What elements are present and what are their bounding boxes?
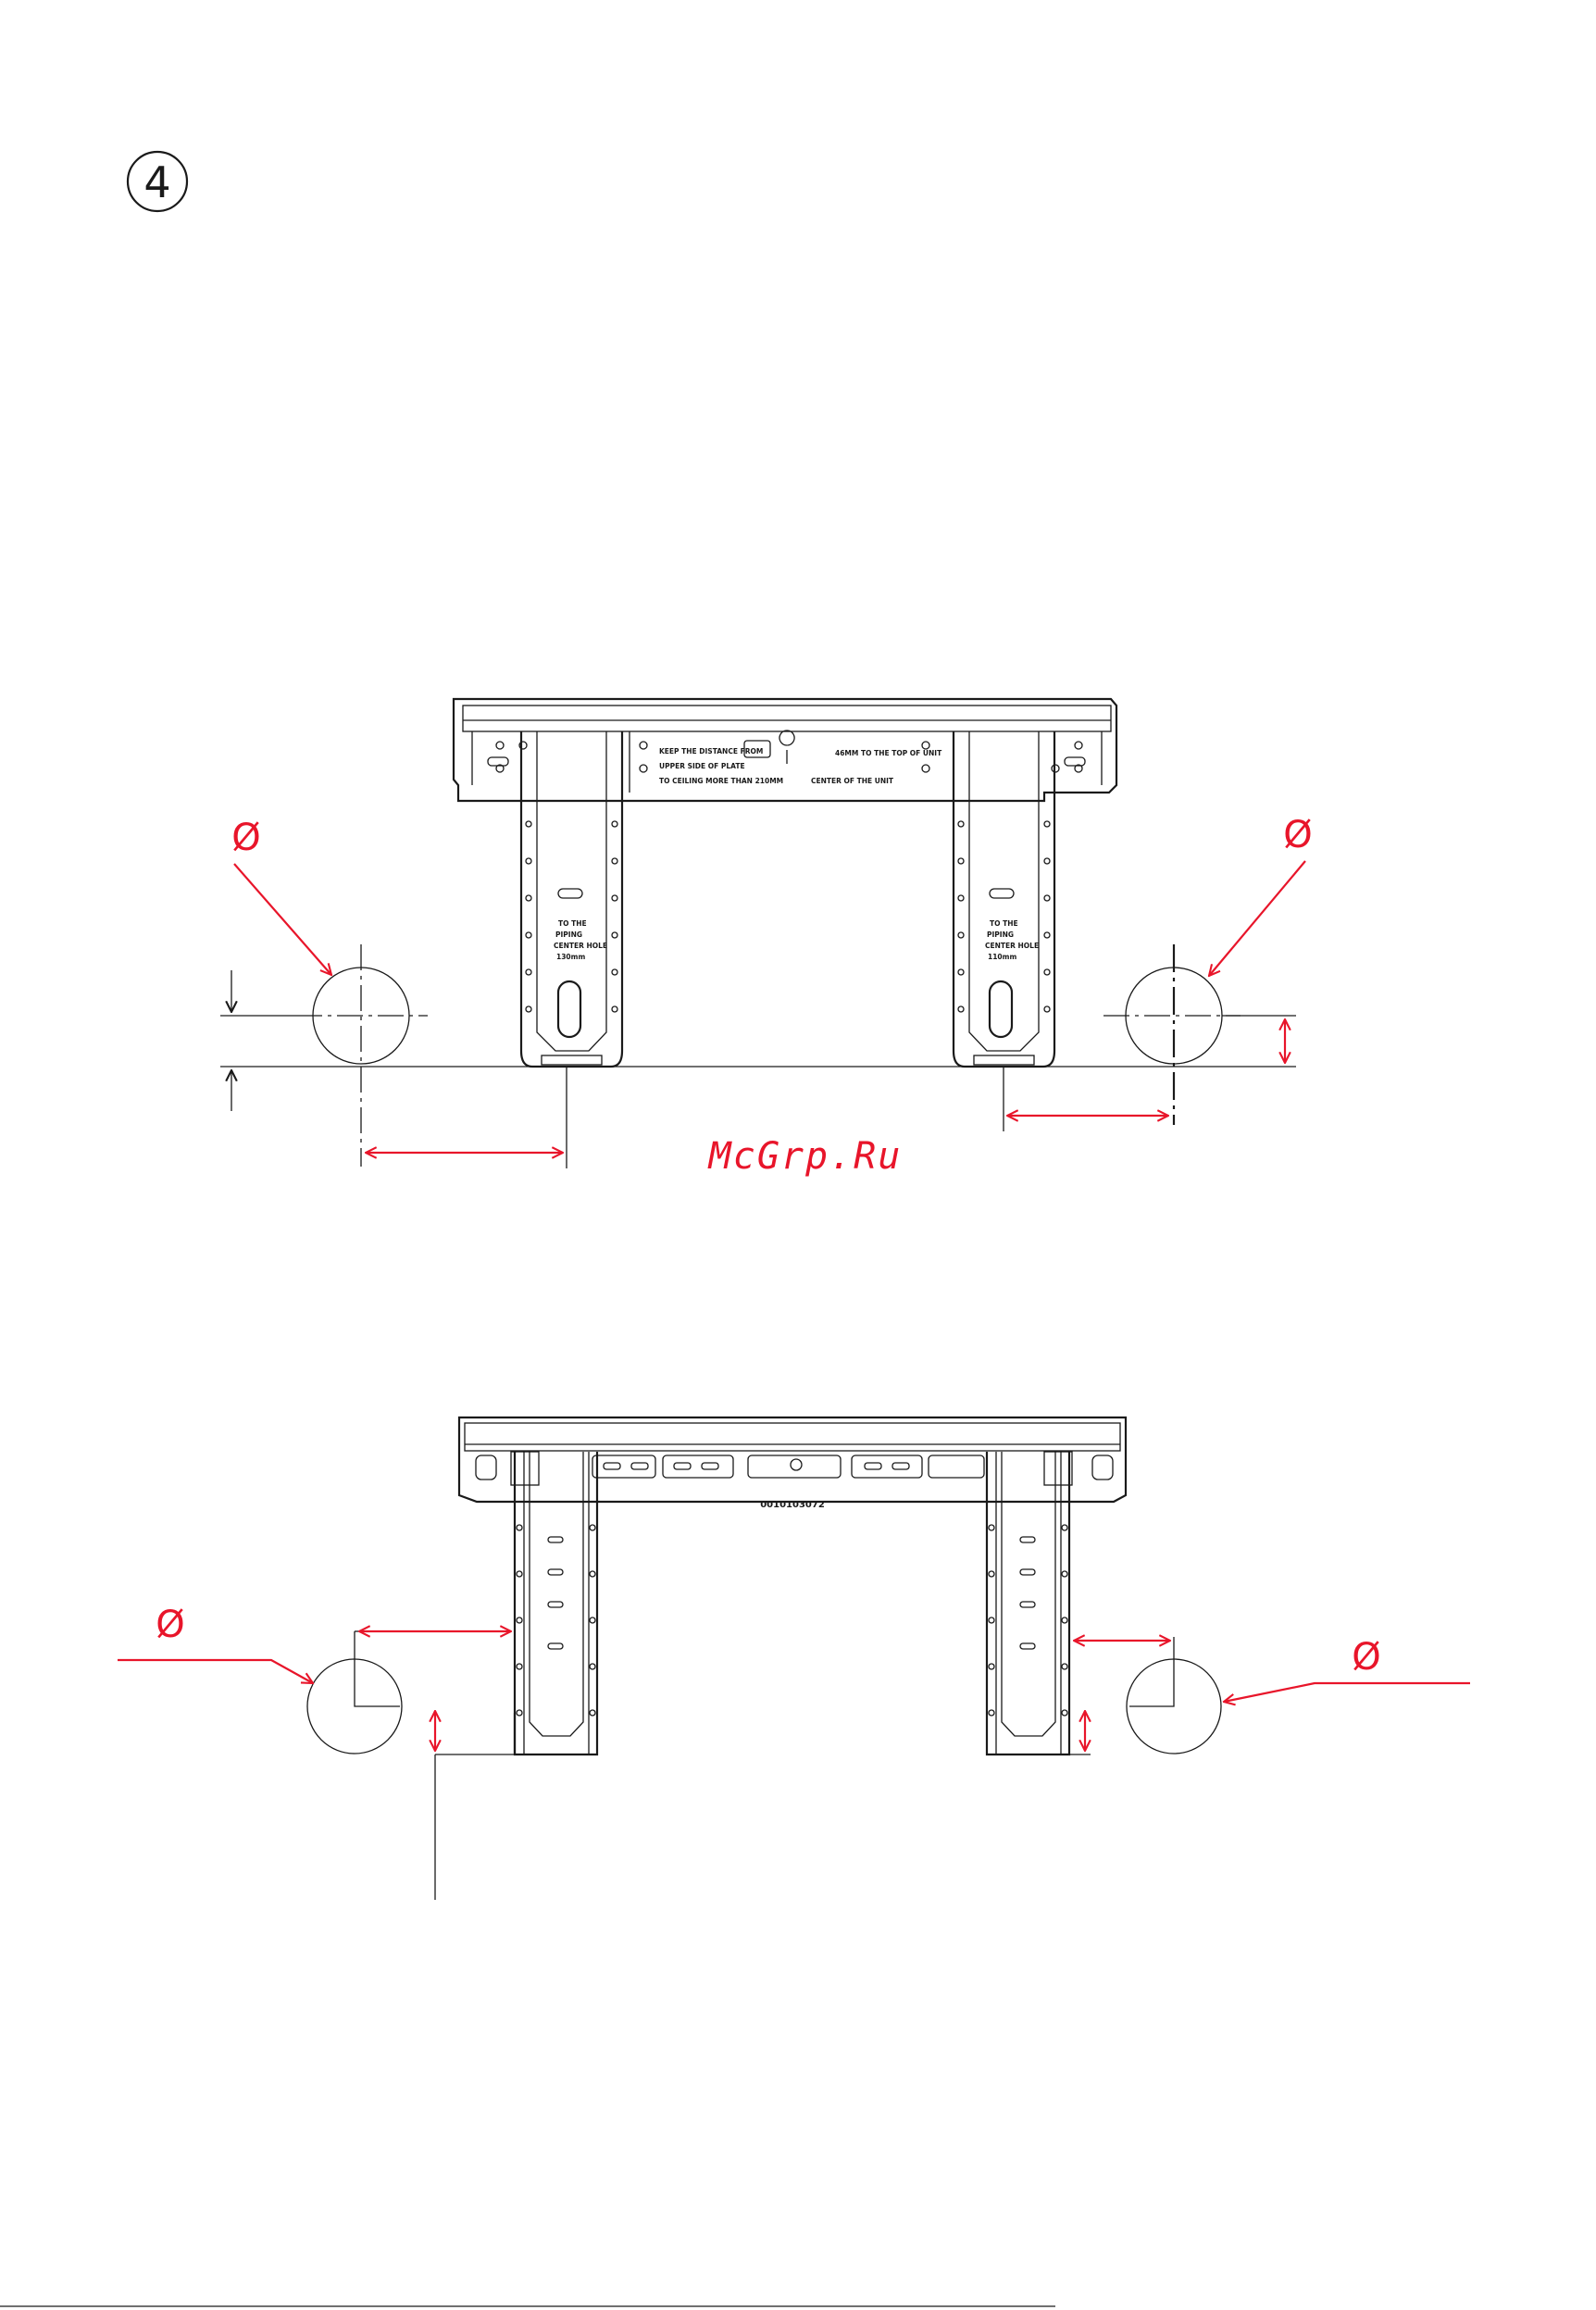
note-line-2: UPPER SIDE OF PLATE <box>659 762 745 770</box>
diameter-label-top-left: Ø <box>231 817 260 859</box>
diameter-label-top-right: Ø <box>1283 814 1312 856</box>
mounting-plate-top: KEEP THE DISTANCE FROM UPPER SIDE OF PLA… <box>220 699 1296 1067</box>
step-indicator: 4 <box>128 152 187 211</box>
mounting-plate-bottom: 0010103072 <box>459 1417 1126 1754</box>
right-leg-line-3: CENTER HOLE <box>985 942 1039 950</box>
right-leg-line-2: PIPING <box>987 930 1014 939</box>
step-number: 4 <box>143 157 170 207</box>
diameter-label-bottom-right: Ø <box>1352 1636 1380 1679</box>
left-pipe-hole-bottom <box>307 1631 515 1900</box>
right-pipe-hole-top <box>1103 944 1296 1125</box>
watermark: McGrp.Ru <box>707 1135 903 1178</box>
left-leg-line-4: 130mm <box>556 953 585 961</box>
note-line-3: TO CEILING MORE THAN 210MM <box>659 777 783 785</box>
right-pipe-hole-bottom <box>1127 1637 1221 1754</box>
left-leg-line-1: TO THE <box>558 919 587 928</box>
dimensions-bottom: Ø Ø <box>118 1604 1470 1754</box>
right-leg-line-4: 110mm <box>988 953 1016 961</box>
part-number: 0010103072 <box>760 1500 825 1510</box>
center-note: CENTER OF THE UNIT <box>811 777 894 785</box>
diameter-label-bottom-left: Ø <box>156 1604 184 1646</box>
left-pipe-hole-top <box>220 944 428 1167</box>
left-leg-line-2: PIPING <box>555 930 582 939</box>
right-leg-line-1: TO THE <box>990 919 1018 928</box>
dimensions-top: Ø Ø <box>231 814 1313 1168</box>
top-note: 46MM TO THE TOP OF UNIT <box>835 749 942 757</box>
note-line-1: KEEP THE DISTANCE FROM <box>659 747 763 755</box>
left-leg-line-3: CENTER HOLE <box>554 942 607 950</box>
